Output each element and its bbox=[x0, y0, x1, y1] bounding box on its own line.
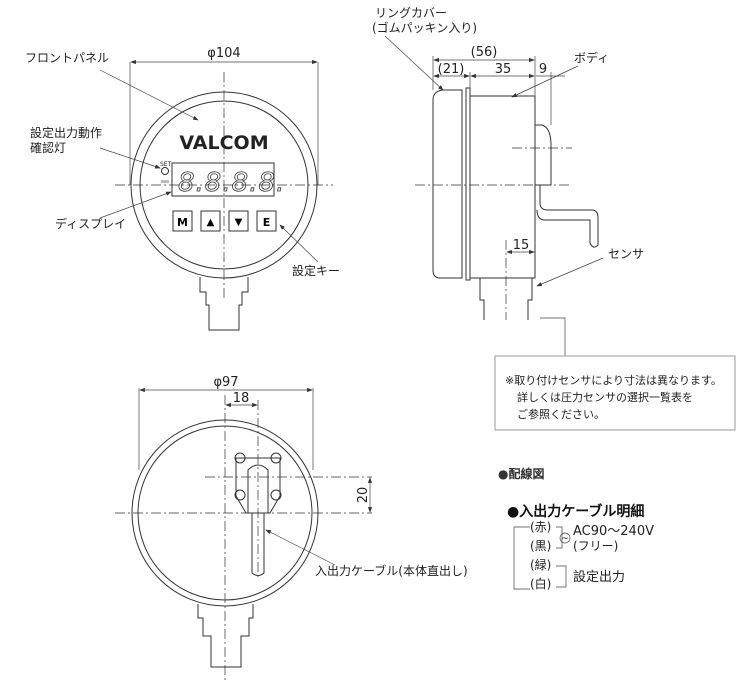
back-diameter-label: φ97 bbox=[213, 375, 238, 390]
label-front-panel: フロントパネル bbox=[25, 51, 109, 65]
mounting-bracket bbox=[235, 457, 281, 514]
key-e-label: E bbox=[263, 216, 271, 229]
label-display: ディスプレイ bbox=[55, 216, 126, 231]
cable-title: ●入出力ケーブル明細 bbox=[507, 503, 644, 520]
key-m-label: M bbox=[177, 216, 188, 229]
wire-red: (赤) bbox=[530, 520, 551, 534]
stem bbox=[199, 277, 249, 331]
label-body: ボディ bbox=[574, 50, 609, 65]
power-spec: AC90〜240V bbox=[573, 524, 654, 539]
dim-bracket: 9 bbox=[539, 62, 547, 77]
bracket bbox=[535, 124, 552, 186]
back-view: φ97 18 20 入出力ケーブル(本体直出し) bbox=[115, 375, 468, 680]
front-view: φ104 VALCOM 8.8.8.8. SET M ▲ ▼ E フロントパネル… bbox=[25, 46, 340, 331]
body bbox=[469, 95, 536, 279]
brand-logo: VALCOM bbox=[179, 132, 268, 154]
seven-segment-digits: 8.8.8.8. bbox=[178, 168, 285, 199]
wire-white: (白) bbox=[530, 576, 551, 591]
key-m[interactable] bbox=[172, 210, 193, 232]
back-stem bbox=[197, 604, 254, 668]
key-down-label: ▼ bbox=[235, 217, 243, 228]
note-box: ※取り付けセンサにより寸法は異なります。 詳しくは圧力センサの選択一覧表を ご参… bbox=[494, 317, 736, 431]
wire-black: (黒) bbox=[530, 539, 551, 553]
setting-keys: M ▲ ▼ E bbox=[172, 210, 277, 232]
power-note: (フリー) bbox=[573, 539, 618, 553]
key-down[interactable] bbox=[228, 210, 249, 232]
dim-body: 35 bbox=[495, 62, 512, 77]
key-e[interactable] bbox=[256, 210, 277, 232]
sensor-stem bbox=[479, 278, 533, 320]
ring-cover bbox=[432, 89, 463, 279]
set-led-label: SET bbox=[160, 161, 172, 168]
ac-symbol: ~ bbox=[561, 534, 569, 544]
label-cable: 入出力ケーブル(本体直出し) bbox=[315, 563, 468, 578]
note-line3: ご参照ください。 bbox=[517, 407, 605, 421]
set-indicator-led bbox=[161, 167, 169, 175]
dim-total: (56) bbox=[471, 45, 498, 60]
wire-green: (緑) bbox=[530, 557, 551, 572]
label-ring-cover-line2: (ゴムパッキン入り) bbox=[372, 20, 477, 35]
wiring-title: ●配線図 bbox=[498, 466, 544, 481]
dim-offset-y: 20 bbox=[356, 487, 371, 504]
label-indicator-line1: 設定出力動作 bbox=[30, 125, 102, 140]
wiring-section: ●配線図 ●入出力ケーブル明細 (赤) (黒) (緑) (白) ~ AC90〜2… bbox=[498, 466, 654, 591]
back-cable bbox=[251, 513, 265, 576]
dim-stem: 15 bbox=[513, 238, 530, 253]
key-up-label: ▲ bbox=[207, 217, 215, 228]
side-view: リングカバー (ゴムパッキン入り) (56) (21) 35 9 15 ボディ … bbox=[372, 6, 644, 320]
svg-text:8.8.8.8.: 8.8.8.8. bbox=[178, 168, 285, 198]
dim-cover: (21) bbox=[438, 62, 465, 77]
display bbox=[171, 162, 275, 197]
dim-offset-x: 18 bbox=[233, 391, 250, 406]
key-up[interactable] bbox=[200, 210, 221, 232]
output-label: 設定出力 bbox=[573, 569, 625, 585]
mounting-screws bbox=[234, 452, 282, 501]
label-sensor: センサ bbox=[608, 247, 644, 261]
label-indicator-line2: 確認灯 bbox=[30, 140, 66, 155]
ac-symbol-icon bbox=[559, 532, 571, 544]
minus-indicator bbox=[161, 180, 169, 183]
gasket bbox=[465, 87, 471, 281]
label-keys: 設定キー bbox=[292, 263, 340, 278]
cable bbox=[536, 185, 599, 248]
label-ring-cover-line1: リングカバー bbox=[375, 6, 447, 20]
front-diameter-label: φ104 bbox=[207, 46, 240, 61]
cable-gland bbox=[247, 464, 269, 513]
note-line2: 詳しくは圧力センサの選択一覧表を bbox=[517, 390, 693, 404]
note-line1: ※取り付けセンサにより寸法は異なります。 bbox=[505, 373, 722, 387]
